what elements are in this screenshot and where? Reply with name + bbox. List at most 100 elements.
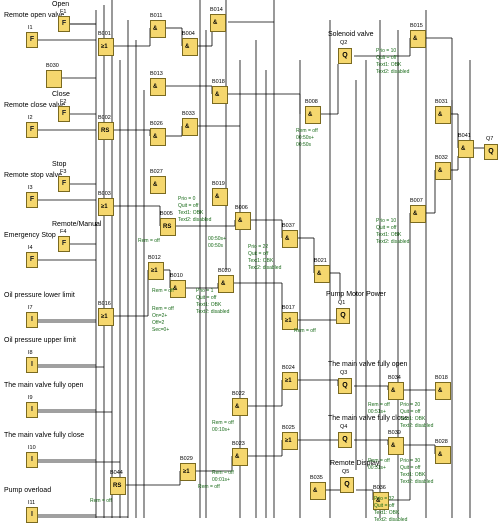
logic-gate xyxy=(218,275,234,293)
logic-gate xyxy=(46,70,62,88)
gate-symbol: & xyxy=(153,134,158,140)
param-text: Rem = off xyxy=(368,402,390,408)
param-text: Quit = off xyxy=(374,503,395,509)
param-text: Text1: OBK xyxy=(376,232,402,238)
output-label: The main valve fully close xyxy=(328,415,409,422)
output-block: Q xyxy=(338,432,352,448)
logic-gate xyxy=(235,212,251,230)
output-id: Q3 xyxy=(340,370,348,376)
input-flag-block: F xyxy=(58,16,70,32)
gate-id: B016 xyxy=(98,301,111,307)
input-flag-id: F4 xyxy=(60,229,67,235)
gate-id: B031 xyxy=(435,99,448,105)
gate-symbol: & xyxy=(173,286,178,292)
gate-id: B020 xyxy=(218,268,231,274)
input-flag-id: F2 xyxy=(60,99,67,105)
gate-symbol: & xyxy=(461,146,466,152)
logic-gate xyxy=(310,482,326,500)
gate-symbol: & xyxy=(185,124,190,130)
param-text: Off=2 xyxy=(152,320,165,326)
gate-id: B019 xyxy=(212,181,225,187)
output-block: Q xyxy=(340,477,354,493)
logic-gate xyxy=(435,162,451,180)
gate-symbol: & xyxy=(438,112,443,118)
param-text: Quit = off xyxy=(400,465,421,471)
input-label: Remote close valve xyxy=(4,102,66,109)
gate-id: B014 xyxy=(210,7,223,13)
gate-symbol: & xyxy=(153,26,158,32)
param-text: On=2+ xyxy=(152,313,168,319)
gate-symbol: & xyxy=(413,36,418,42)
param-text: Quit = off xyxy=(248,251,269,257)
gate-symbol: ≥1 xyxy=(183,469,190,475)
input-block: F xyxy=(26,192,38,208)
param-text: Text2: disabled xyxy=(400,479,434,485)
gate-id: B029 xyxy=(180,456,193,462)
param-text: Rem = off xyxy=(212,470,234,476)
gate-id: B018 xyxy=(212,79,225,85)
gate-symbol: & xyxy=(215,92,220,98)
logic-gate xyxy=(314,265,330,283)
input-label: Emergency Stop xyxy=(4,232,56,239)
gate-id: B024 xyxy=(282,365,295,371)
logic-gate xyxy=(458,140,474,158)
param-text: 00:50s+ xyxy=(296,135,314,141)
input-id: I9 xyxy=(28,395,33,401)
param-text: Text2: disabled xyxy=(376,239,410,245)
input-label: The main valve fully close xyxy=(4,432,85,439)
logic-gate xyxy=(150,20,166,38)
param-text: Quit = off xyxy=(376,55,397,61)
gate-symbol: & xyxy=(438,452,443,458)
gate-id: B008 xyxy=(305,99,318,105)
logic-gate xyxy=(373,492,389,510)
param-text: Rem = off xyxy=(212,420,234,426)
gate-id: B005 xyxy=(160,211,173,217)
param-text: Text2: disabled xyxy=(376,69,410,75)
input-flag-block: F xyxy=(58,106,70,122)
gate-symbol: RS xyxy=(163,224,172,230)
param-text: Rem = off xyxy=(198,484,220,490)
gate-symbol: & xyxy=(235,404,240,410)
gate-id: B034 xyxy=(388,375,401,381)
gate-symbol: ≥1 xyxy=(285,438,292,444)
param-text: 00:51s+ xyxy=(368,409,386,415)
gate-id: B036 xyxy=(373,485,386,491)
input-block: I xyxy=(26,312,38,328)
gate-id: B035 xyxy=(310,475,323,481)
input-id: I1 xyxy=(28,25,33,31)
gate-symbol: & xyxy=(153,84,158,90)
output-id: Q4 xyxy=(340,424,348,430)
gate-symbol: & xyxy=(285,236,290,242)
gate-symbol: & xyxy=(308,112,313,118)
gate-id: B015 xyxy=(410,23,423,29)
param-text: Prio = 32 xyxy=(374,496,395,502)
gate-symbol: & xyxy=(221,281,226,287)
gate-id: B013 xyxy=(150,71,163,77)
logic-gate xyxy=(98,198,114,216)
param-text: Quit = off xyxy=(400,409,421,415)
input-flag-id: F3 xyxy=(60,169,67,175)
input-id: I2 xyxy=(28,115,33,121)
input-label: Remote stop valve xyxy=(4,172,62,179)
logic-gate xyxy=(150,176,166,194)
output-id: Q7 xyxy=(486,136,494,142)
output-label: Solenoid valve xyxy=(328,31,374,38)
gate-id: B033 xyxy=(182,111,195,117)
output-block: Q xyxy=(484,144,498,160)
gate-id: B007 xyxy=(410,198,423,204)
logic-gate xyxy=(180,463,196,481)
gate-symbol: & xyxy=(153,182,158,188)
logic-gate xyxy=(410,205,426,223)
gate-symbol: & xyxy=(213,20,218,26)
input-id: I11 xyxy=(28,500,36,506)
param-text: Rem = off xyxy=(152,306,174,312)
input-block: I xyxy=(26,452,38,468)
input-block: F xyxy=(26,122,38,138)
param-text: Sec=0+ xyxy=(152,327,170,333)
gate-id: B004 xyxy=(182,31,195,37)
output-id: Q1 xyxy=(338,300,346,306)
param-text: Prio = 0 xyxy=(178,196,196,202)
param-text: Text1: OBK xyxy=(376,62,402,68)
gate-id: B026 xyxy=(150,121,163,127)
